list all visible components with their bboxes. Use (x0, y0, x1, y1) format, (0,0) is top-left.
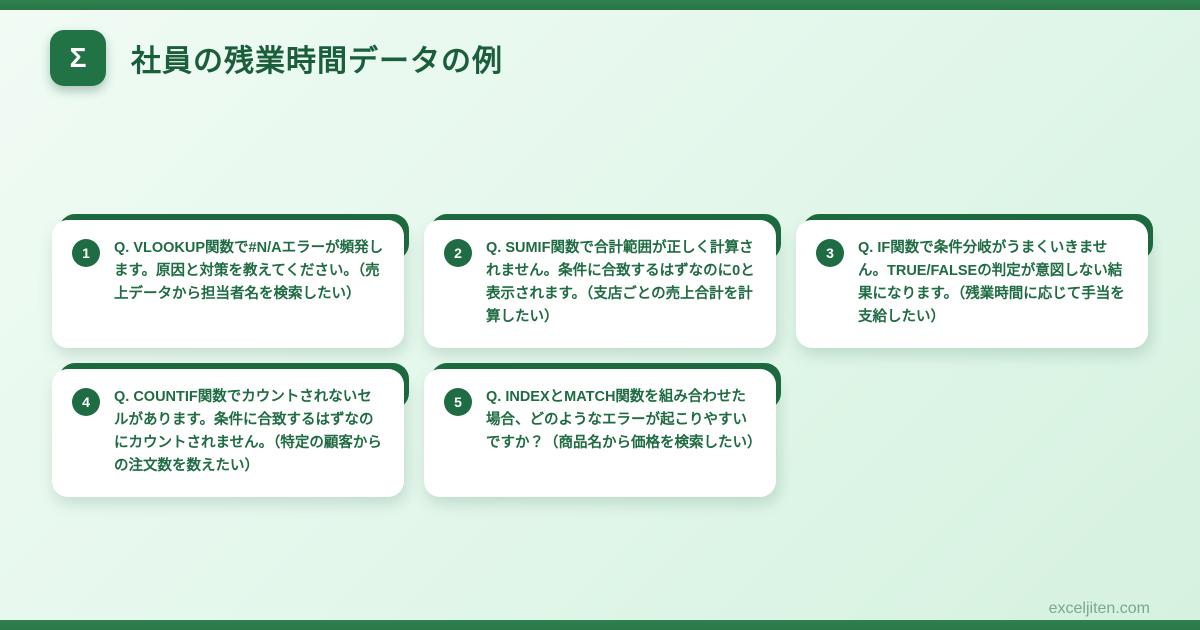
card-question-text: Q. COUNTIF関数でカウントされないセルがあります。条件に合致するはずなの… (114, 389, 382, 474)
faq-card-1: 1 Q. VLOOKUP関数で#N/Aエラーが頻発します。原因と対策を教えてくだ… (52, 214, 409, 348)
card-body: 4 Q. COUNTIF関数でカウントされないセルがあります。条件に合致するはず… (52, 369, 404, 497)
sigma-icon: Σ (50, 30, 106, 86)
card-question-text: Q. IF関数で条件分岐がうまくいきません。TRUE/FALSEの判定が意図しな… (858, 240, 1125, 325)
card-question-text: Q. SUMIF関数で合計範囲が正しく計算されません。条件に合致するはずなのに0… (486, 240, 755, 325)
sigma-glyph: Σ (69, 42, 87, 73)
card-number-badge: 1 (72, 239, 100, 267)
faq-card-3: 3 Q. IF関数で条件分岐がうまくいきません。TRUE/FALSEの判定が意図… (796, 214, 1153, 348)
card-question-text: Q. INDEXとMATCH関数を組み合わせた場合、どのようなエラーが起こりやす… (486, 389, 762, 451)
faq-card-grid: 1 Q. VLOOKUP関数で#N/Aエラーが頻発します。原因と対策を教えてくだ… (52, 214, 1153, 497)
card-body: 3 Q. IF関数で条件分岐がうまくいきません。TRUE/FALSEの判定が意図… (796, 220, 1148, 348)
faq-card-2: 2 Q. SUMIF関数で合計範囲が正しく計算されません。条件に合致するはずなの… (424, 214, 781, 348)
card-body: 2 Q. SUMIF関数で合計範囲が正しく計算されません。条件に合致するはずなの… (424, 220, 776, 348)
page-title: 社員の残業時間データの例 (131, 45, 503, 78)
faq-card-4: 4 Q. COUNTIF関数でカウントされないセルがあります。条件に合致するはず… (52, 363, 409, 497)
card-number-badge: 5 (444, 388, 472, 416)
card-body: 1 Q. VLOOKUP関数で#N/Aエラーが頻発します。原因と対策を教えてくだ… (52, 220, 404, 348)
card-number-badge: 4 (72, 388, 100, 416)
card-number-badge: 2 (444, 239, 472, 267)
site-domain-label: exceljiten.com (1048, 600, 1150, 617)
top-accent-bar (0, 0, 1200, 10)
bottom-accent-bar (0, 620, 1200, 630)
card-question-text: Q. VLOOKUP関数で#N/Aエラーが頻発します。原因と対策を教えてください… (114, 240, 384, 302)
header: Σ 社員の残業時間データの例 (50, 30, 503, 86)
card-number-badge: 3 (816, 239, 844, 267)
card-body: 5 Q. INDEXとMATCH関数を組み合わせた場合、どのようなエラーが起こり… (424, 369, 776, 497)
faq-card-5: 5 Q. INDEXとMATCH関数を組み合わせた場合、どのようなエラーが起こり… (424, 363, 781, 497)
